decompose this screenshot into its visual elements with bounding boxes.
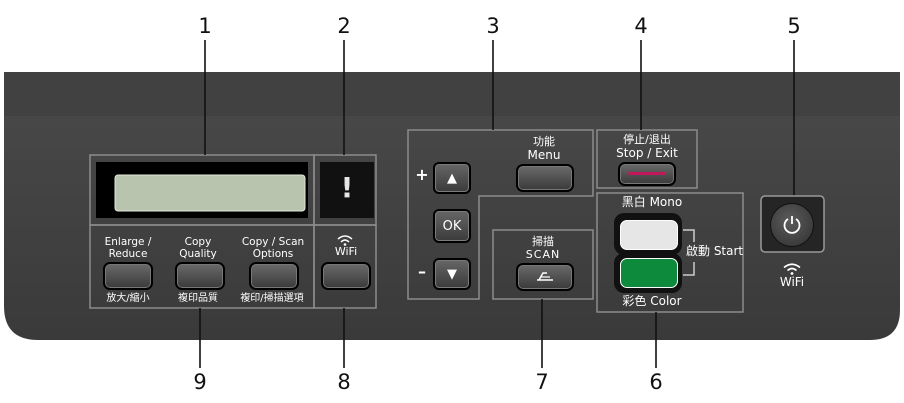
stop-frame <box>596 129 698 189</box>
callout-4: 4 <box>634 14 648 38</box>
menu-group-frame <box>407 129 594 300</box>
copy-quality-button[interactable] <box>175 262 225 290</box>
callout-2: 2 <box>337 14 351 38</box>
up-arrow-button[interactable]: ▲ <box>433 162 471 194</box>
copy-scan-options-cn-label: 複印/掃描選項 <box>240 293 304 304</box>
power-button[interactable] <box>770 203 814 247</box>
lcd-screen <box>114 174 306 212</box>
copy-scan-options-label: Copy / Scan Options <box>241 236 305 261</box>
enlarge-reduce-button[interactable] <box>103 262 153 290</box>
callout-8: 8 <box>337 370 351 394</box>
start-bracket-top <box>683 229 695 242</box>
stop-exit-button[interactable] <box>618 162 676 186</box>
plus-label: + <box>415 165 429 184</box>
menu-label: Menu <box>527 148 561 162</box>
panel-top-strip <box>4 72 900 116</box>
menu-cn-label: 功能 <box>533 135 555 148</box>
callout-7: 7 <box>535 370 549 394</box>
power-wifi-label: WiFi <box>779 275 805 289</box>
wifi-frame <box>313 224 377 309</box>
power-icon <box>783 216 801 234</box>
enlarge-reduce-label: Enlarge / Reduce <box>104 236 152 261</box>
scan-icon <box>537 272 553 281</box>
callout-5: 5 <box>787 14 801 38</box>
mono-start-button[interactable] <box>620 220 678 250</box>
stop-cn-label: 停止/退出 <box>623 133 671 146</box>
mono-label: 黑白 Mono <box>621 195 683 209</box>
scan-cn-label: 掃描 <box>532 235 554 248</box>
callout-3: 3 <box>486 14 500 38</box>
callout-1: 1 <box>198 14 212 38</box>
scan-frame <box>492 229 594 300</box>
color-label: 彩色 Color <box>622 294 682 308</box>
copy-quality-cn-label: 複印品質 <box>178 293 218 304</box>
scan-button[interactable] <box>516 263 574 291</box>
enlarge-reduce-cn-label: 放大/縮小 <box>106 293 150 304</box>
led-bezel <box>320 162 374 218</box>
scan-label: SCAN <box>525 248 561 261</box>
minus-label: – <box>418 262 426 281</box>
down-arrow-button[interactable]: ▼ <box>433 258 471 290</box>
menu-button[interactable] <box>516 164 574 192</box>
start-label: 啟動 Start <box>686 244 744 258</box>
stop-indicator <box>628 172 666 175</box>
copy-scan-options-button[interactable] <box>249 262 299 290</box>
wifi-button-label: WiFi <box>334 245 358 258</box>
start-frame <box>596 192 744 313</box>
power-wifi-icon <box>783 263 801 275</box>
callout-6: 6 <box>649 370 663 394</box>
start-bracket-bottom <box>683 262 695 276</box>
wifi-button[interactable] <box>321 262 371 290</box>
stop-label: Stop / Exit <box>616 146 678 160</box>
callout-9: 9 <box>193 370 207 394</box>
alert-led-icon: ! <box>340 171 354 204</box>
copy-quality-label: Copy Quality <box>179 236 217 261</box>
color-start-button[interactable] <box>620 258 678 288</box>
wifi-icon <box>337 235 353 246</box>
ok-button[interactable]: OK <box>433 209 471 243</box>
